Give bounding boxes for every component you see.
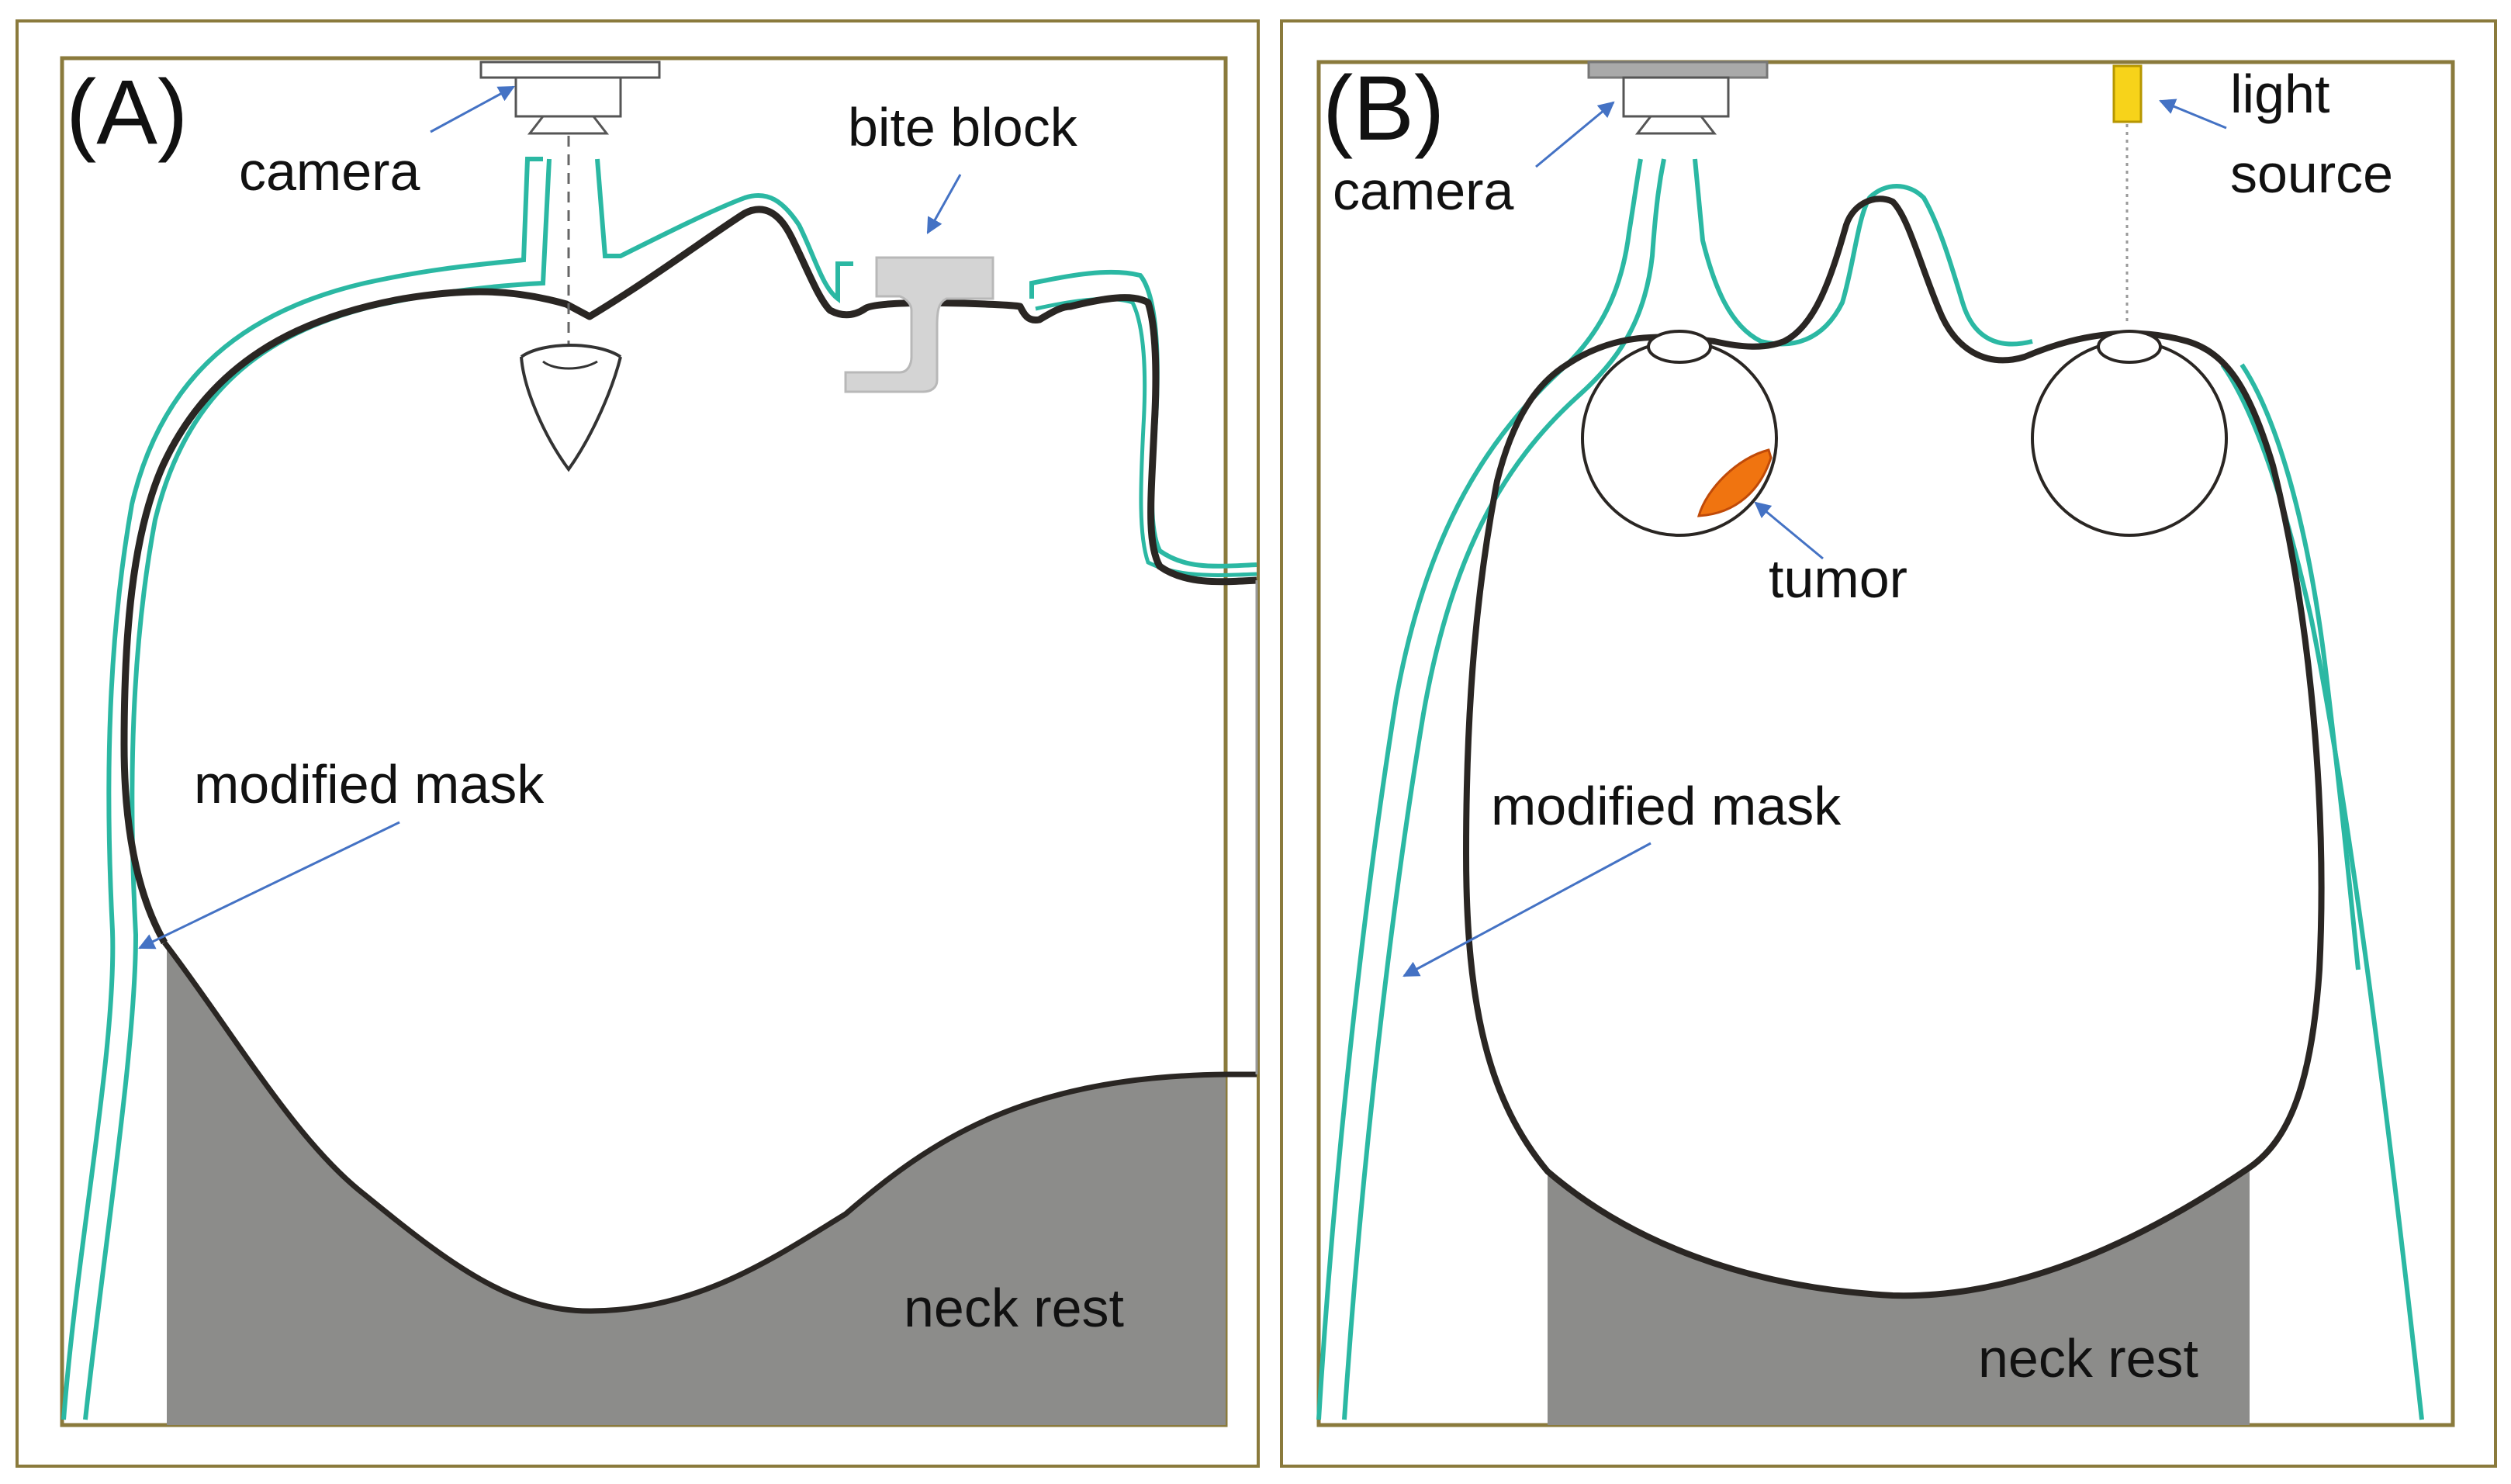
neck-rest-shape: [167, 943, 1226, 1425]
eye-side-view-icon: [520, 344, 622, 472]
panel-b-outer-frame: [1280, 19, 2497, 1468]
mask-outline-nose-top: [595, 158, 853, 304]
tumor-label: tumor: [1769, 548, 1907, 609]
mask-b-left-inner: [1342, 158, 1666, 1420]
mask-b-left-outer: [1316, 158, 1643, 1420]
light-source-label-line2: source: [2230, 144, 2393, 204]
right-eye-icon: [2031, 330, 2228, 537]
head-profile: [120, 206, 1257, 945]
light-source-icon: [2112, 64, 2143, 123]
camera-b-label: camera: [1333, 161, 1513, 221]
mask-a-label: modified mask: [194, 754, 545, 815]
bite-block-label: bite block: [848, 97, 1078, 157]
camera-a-label: camera: [239, 141, 420, 202]
panel-a: (A) camera bite block modified mask neck…: [16, 19, 1260, 1468]
mask-a-arrow: [138, 821, 400, 950]
jaw-profile: [162, 940, 1257, 1314]
neck-rest-a-label: neck rest: [904, 1278, 1124, 1338]
camera-a-icon: [479, 61, 661, 135]
neck-rest-b-label: neck rest: [1978, 1328, 2198, 1389]
bite-block-arrow: [926, 174, 962, 234]
mask-b-right-inner: [2239, 363, 2361, 970]
head-top-view: [1463, 195, 2325, 1299]
panel-a-label: (A): [66, 61, 188, 164]
left-eye-icon: [1581, 330, 1778, 537]
mask-outline-face-right-inner: [1035, 296, 1257, 577]
mask-b-nose-outer: [1693, 158, 2033, 347]
panel-b-label: (B): [1323, 57, 1444, 160]
panel-a-outer-frame: [16, 19, 1260, 1468]
panel-b-inner-frame: [1316, 60, 2455, 1427]
tumor-arrow: [1754, 501, 1824, 560]
camera-b-arrow: [1535, 101, 1615, 168]
mask-outline-outer: [61, 157, 543, 1420]
camera-a-arrow: [430, 85, 515, 133]
panel-b: (B) camera light source tumor modified m…: [1280, 19, 2497, 1468]
mask-b-arrow: [1402, 842, 1652, 977]
tumor-shape: [1696, 448, 1773, 517]
mask-b-label: modified mask: [1491, 776, 1842, 836]
bite-block-icon: [844, 256, 994, 393]
camera-b-icon: [1587, 61, 1769, 135]
light-source-label-line1: light: [2230, 64, 2329, 124]
light-source-arrow: [2159, 99, 2227, 130]
